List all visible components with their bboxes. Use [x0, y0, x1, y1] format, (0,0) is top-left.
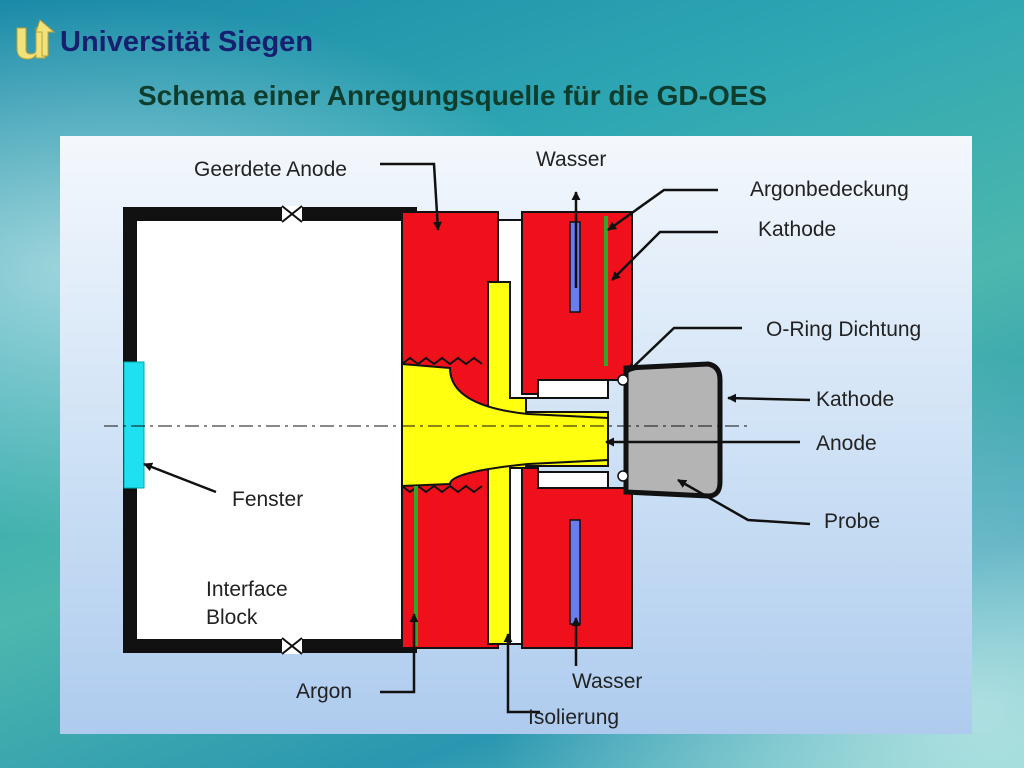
label-interface: Interface: [206, 578, 288, 601]
label-geerdete-anode: Geerdete Anode: [194, 158, 347, 181]
seal-seam-top: [401, 356, 483, 366]
label-o-ring-dichtung: O-Ring Dichtung: [766, 318, 921, 341]
gd-oes-diagram: Geerdete Anode Wasser Argonbedeckung Kat…: [60, 136, 972, 734]
label-anode: Anode: [816, 432, 877, 455]
o-ring-top: [617, 374, 629, 386]
label-isolierung: Isolierung: [528, 706, 619, 729]
university-title: Universität Siegen: [60, 26, 314, 58]
callout-arrows: [143, 162, 811, 714]
label-probe: Probe: [824, 510, 880, 533]
excitation-source-schematic: Geerdete Anode Wasser Argonbedeckung Kat…: [104, 148, 921, 729]
label-fenster: Fenster: [232, 488, 303, 511]
slide-title: Schema einer Anregungsquelle für die GD-…: [138, 80, 768, 111]
university-logo-icon: [16, 19, 56, 60]
probe-sample: [623, 361, 723, 499]
label-kathode-top: Kathode: [758, 218, 836, 241]
label-argon: Argon: [296, 680, 352, 703]
o-ring-bottom: [617, 470, 629, 482]
label-block: Block: [206, 606, 258, 629]
label-wasser-bottom: Wasser: [572, 670, 642, 693]
window-fenster: [123, 361, 145, 489]
label-kathode-right: Kathode: [816, 388, 894, 411]
water-channel-bottom: [569, 519, 581, 625]
label-argonbedeckung: Argonbedeckung: [750, 178, 909, 201]
label-wasser-top: Wasser: [536, 148, 606, 171]
